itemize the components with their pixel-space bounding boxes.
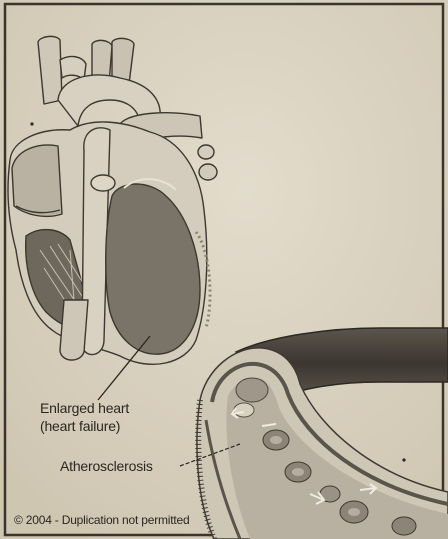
heart-failure-label: (heart failure) [40,418,120,434]
atherosclerosis-label: Atherosclerosis [60,458,153,474]
enlarged-heart-label: Enlarged heart [40,400,129,416]
copyright-notice: © 2004 - Duplication not permitted [14,513,189,527]
